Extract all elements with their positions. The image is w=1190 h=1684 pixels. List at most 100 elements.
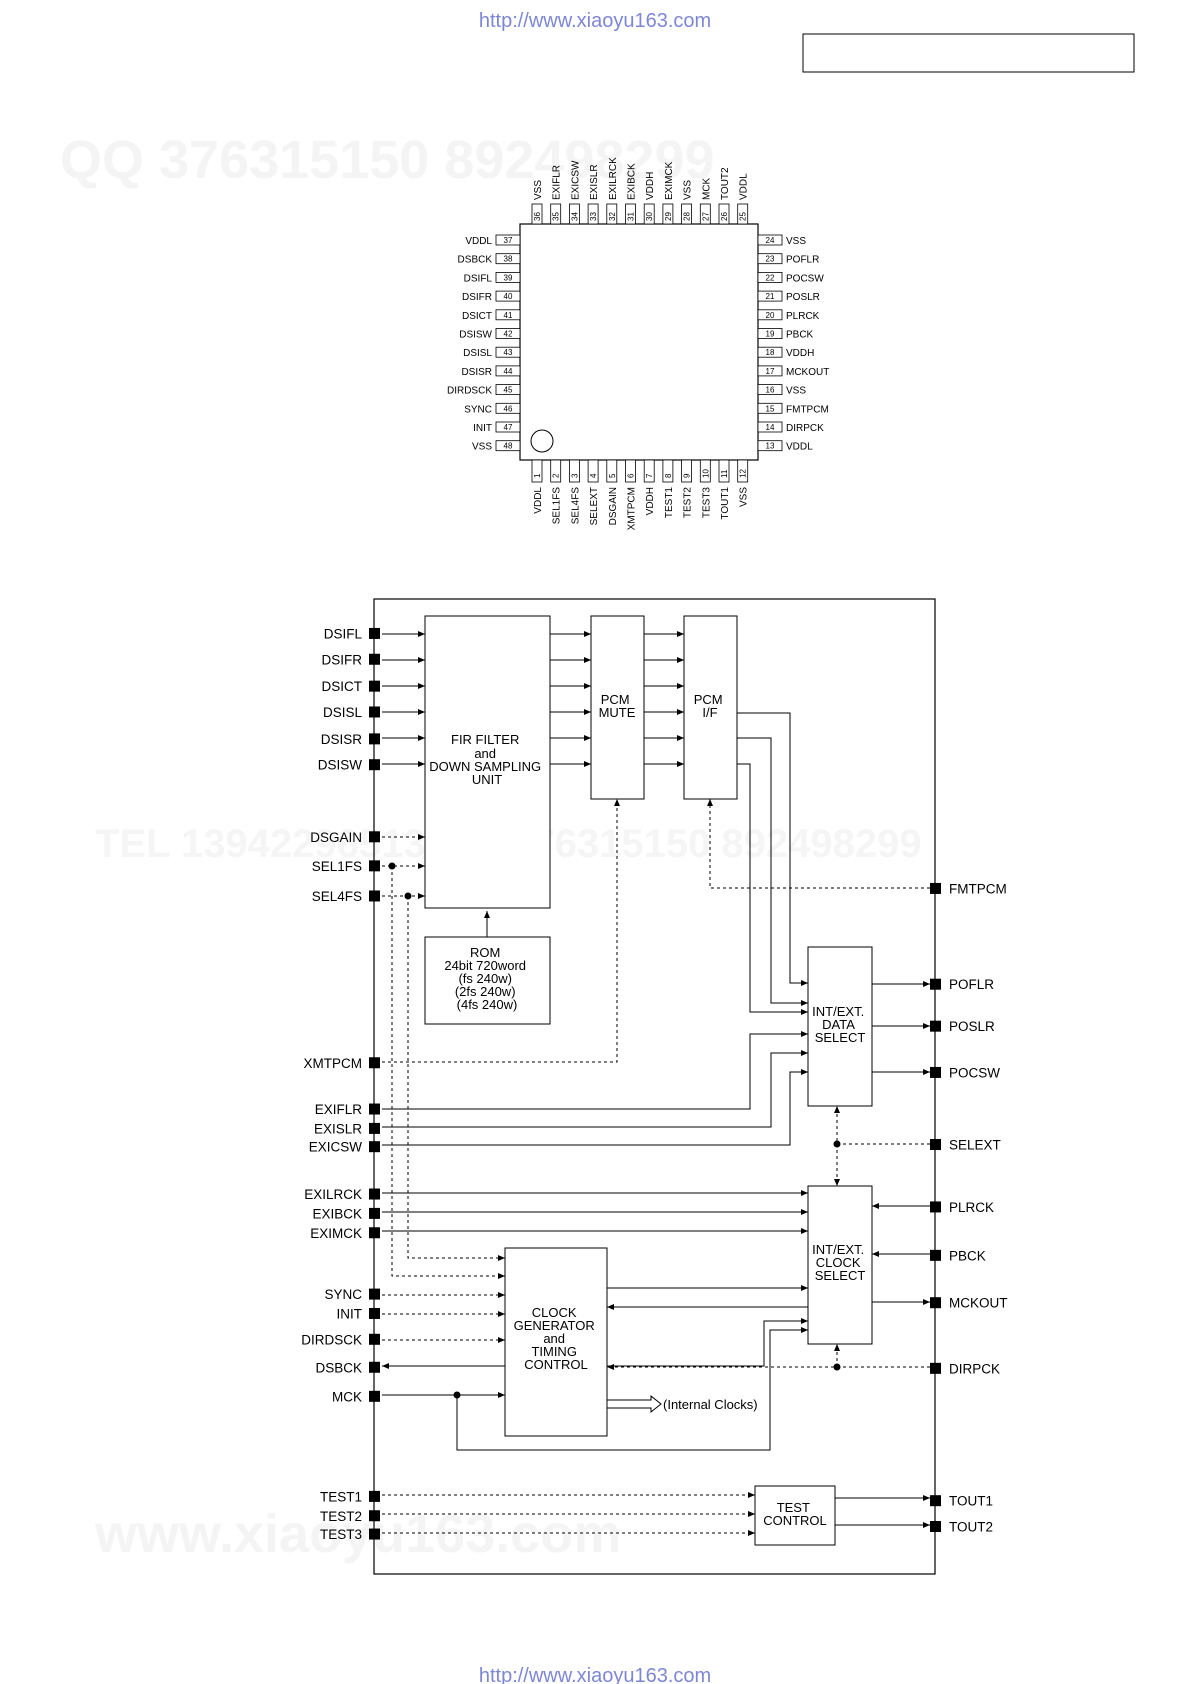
arrowhead [748,1492,755,1498]
pin-name: SELEXT [589,487,600,525]
arrowhead [801,1228,808,1234]
pin-name: DSGAIN [608,487,619,525]
pad [369,1288,380,1300]
pin-name: DSBCK [458,255,493,266]
arrowhead [801,1069,808,1075]
pin-name: EXISLR [589,164,600,200]
arrowhead [801,1285,808,1291]
pin-box [757,328,783,339]
arrowhead [677,631,684,637]
internal-clocks-label: (Internal Clocks) [663,1397,758,1412]
arrowhead [707,799,713,806]
pad [369,1122,380,1134]
pin-number: 28 [683,212,692,221]
pad [369,1528,380,1540]
pin-box [757,402,783,414]
pin-number: 7 [645,473,654,478]
pin-box [757,384,783,396]
signal-dsifr: DSIFR [322,652,380,667]
signal-dsisl: DSISL [323,705,380,720]
pin-box [495,234,521,246]
signal-label: PBCK [949,1248,986,1263]
pcm-mute-label: PCM MUTE [599,692,636,720]
pcm-if-label: PCM I/F [694,692,727,720]
pin-name: VSS [472,442,492,453]
arrowhead [872,1251,879,1257]
fir-filter-label: FIR FILTER and DOWN SAMPLING UNIT [429,732,545,787]
pin-box [718,203,730,225]
signal-label: FMTPCM [949,881,1007,896]
pad [369,653,380,665]
pin-box [495,328,521,339]
pin-box [625,459,636,483]
ic-body [519,223,759,461]
signal-sel1fs: SEL1FS [312,859,380,874]
pin-box [757,440,783,452]
pin-number: 22 [766,273,775,282]
arrowhead [418,683,425,689]
pin-name: DSIFR [462,292,492,303]
pin-number: 37 [504,236,513,245]
signal-label: DSIFL [324,626,363,641]
pin-name: DSISR [461,367,492,378]
signal-label: POFLR [949,977,994,992]
pin-name: DIRDSCK [447,386,492,397]
header-url[interactable]: http://www.xiaoyu163.com [479,10,711,32]
pin-number: 32 [608,212,617,221]
pin-number: 10 [701,469,710,478]
pin-box [699,203,711,225]
pin-number: 20 [766,311,775,320]
arrowhead [923,981,930,987]
arrowhead [584,657,591,663]
pad [930,1521,941,1533]
pin-box [625,203,636,225]
signal-dirpck: DIRPCK [930,1361,1000,1376]
signal-plrck: PLRCK [930,1200,994,1215]
pin-box [757,290,783,302]
pin-number: 16 [766,386,775,395]
pin-box [757,421,783,433]
pad [369,1103,380,1115]
arrowhead [584,683,591,689]
footer-url[interactable]: http://www.xiaoyu163.com [479,1665,711,1684]
interconnect-lines [382,633,930,1526]
arrowhead [677,657,684,663]
pin-box [495,440,521,452]
test-control-label: TEST CONTROL [763,1500,827,1528]
signal-tout1: TOUT1 [930,1494,993,1509]
pin-number: 35 [552,212,561,221]
pin-box [681,459,692,483]
pin-box [569,459,580,483]
pad [369,1141,380,1153]
pin-number: 9 [683,473,692,478]
arrowhead [418,709,425,715]
pad [369,1227,380,1239]
pad [930,1297,941,1309]
pad [369,706,380,718]
pin-name: DSISL [463,348,492,359]
pin-name: DSIFL [464,273,493,284]
signal-poflr: POFLR [930,977,994,992]
signal-label: TEST2 [320,1509,362,1524]
pin-number: 24 [766,236,775,245]
signal-dirdsck: DIRDSCK [301,1332,380,1347]
pin-box [662,459,674,483]
pin-number: 43 [504,348,513,357]
signal-dsbck: DSBCK [315,1360,380,1375]
pad [369,759,380,771]
pad [930,1201,941,1213]
pin-box [531,203,543,225]
pin-box [495,402,521,414]
arrowhead [584,709,591,715]
